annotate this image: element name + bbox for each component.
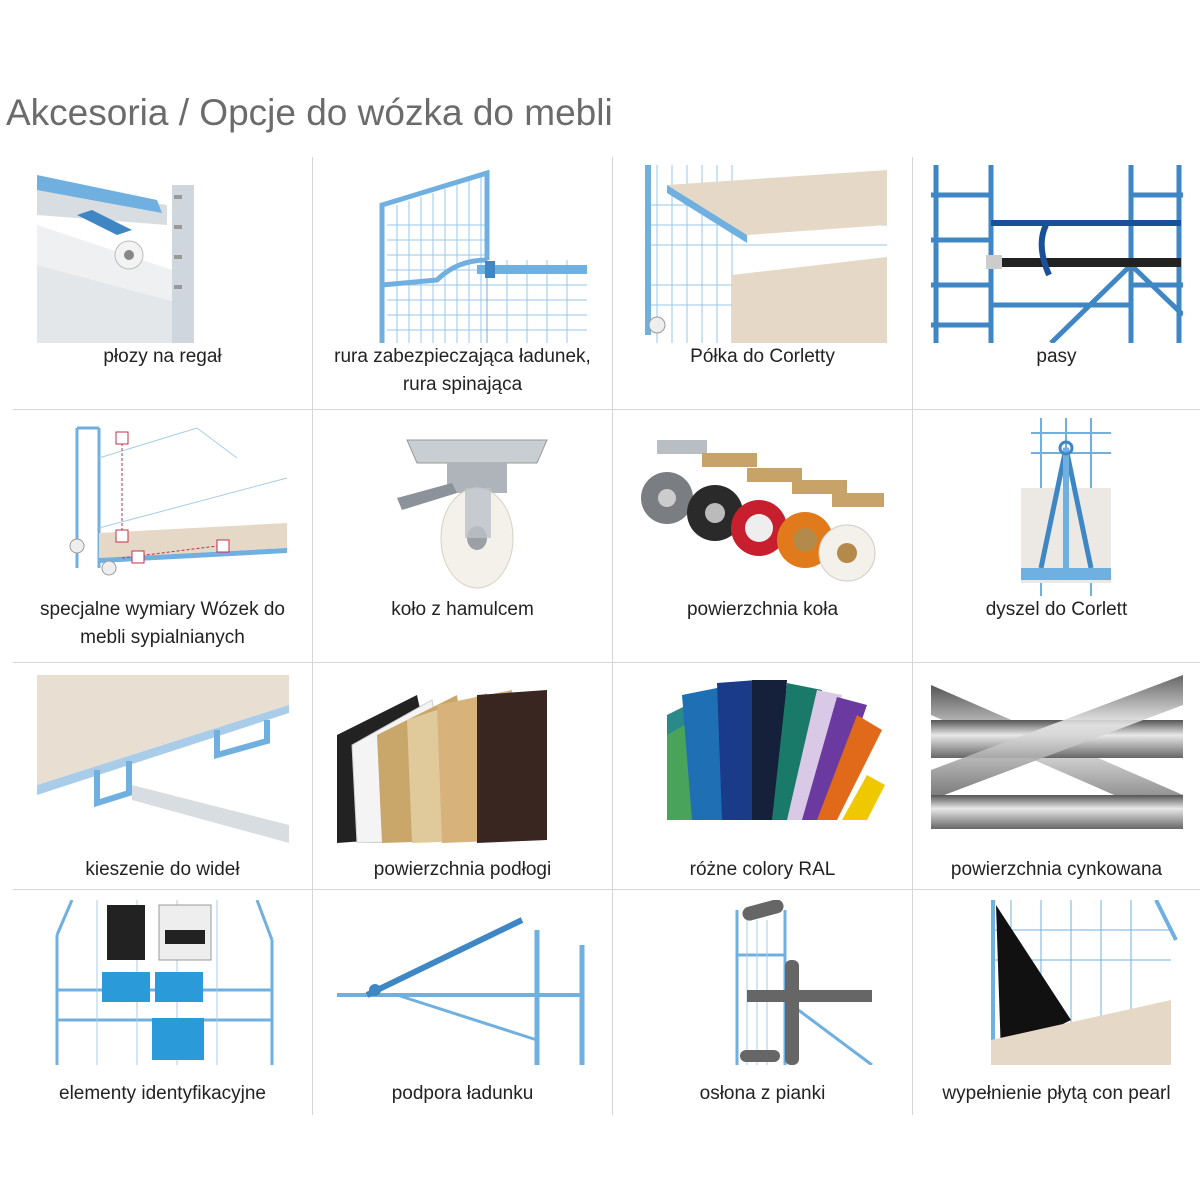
galvanized-surface-image <box>930 675 1183 843</box>
identification-elements-image <box>36 900 289 1065</box>
accessory-card[interactable]: różne colory RAL <box>613 663 913 889</box>
accessory-caption: osłona z pianki <box>699 1083 826 1104</box>
load-support-image <box>336 900 589 1065</box>
shelf-runners-image <box>36 165 289 343</box>
accessory-caption: pasy <box>1036 346 1077 367</box>
accessory-card[interactable]: płozy na regał <box>13 157 313 409</box>
accessory-caption: specjalne wymiary Wózek do mebli sypialn… <box>40 599 285 648</box>
accessory-caption: dyszel do Corlett <box>985 599 1128 620</box>
load-securing-tube-image <box>336 165 589 343</box>
accessory-card[interactable]: pasy <box>913 157 1200 409</box>
accessory-card[interactable]: powierzchnia podłogi <box>313 663 613 889</box>
accessory-card[interactable]: dyszel do Corlett <box>913 410 1200 662</box>
accessory-caption: elementy identyfikacyjne <box>59 1083 266 1104</box>
accessory-card[interactable]: Półka do Corletty <box>613 157 913 409</box>
accessories-grid: płozy na regał <box>13 157 1200 1115</box>
foam-cover-image <box>636 900 889 1065</box>
straps-image <box>930 165 1183 343</box>
grid-row: kieszenie do wideł powierzchnia podłogi <box>13 663 1200 890</box>
brake-wheel-image <box>336 418 589 596</box>
floor-surface-image <box>336 675 589 843</box>
accessory-caption: koło z hamulcem <box>391 599 534 620</box>
accessory-caption: powierzchnia koła <box>686 599 839 620</box>
accessory-caption: podpora ładunku <box>391 1083 534 1104</box>
corletta-shelf-image <box>636 165 889 343</box>
grid-row: płozy na regał <box>13 157 1200 410</box>
grid-row: specjalne wymiary Wózek do mebli sypialn… <box>13 410 1200 663</box>
accessory-card[interactable]: rura zabezpieczająca ładunek, rura spina… <box>313 157 613 409</box>
accessory-card[interactable]: koło z hamulcem <box>313 410 613 662</box>
fork-pockets-image <box>36 675 289 843</box>
drawbar-image <box>930 418 1183 596</box>
accessory-card[interactable]: osłona z pianki <box>613 890 913 1115</box>
accessory-caption: wypełnienie płytą con pearl <box>942 1083 1171 1104</box>
accessory-caption: kieszenie do wideł <box>85 859 240 880</box>
accessory-card[interactable]: wypełnienie płytą con pearl <box>913 890 1200 1115</box>
special-dimensions-image <box>36 418 289 596</box>
accessory-caption: Półka do Corletty <box>690 346 835 367</box>
ral-colors-image <box>636 675 889 843</box>
pearl-board-infill-image <box>930 900 1183 1065</box>
wheel-surface-image <box>636 418 889 596</box>
page-title: Akcesoria / Opcje do wózka do mebli <box>6 92 613 133</box>
accessory-caption: różne colory RAL <box>689 859 836 880</box>
accessory-caption: powierzchnia cynkowana <box>950 859 1163 880</box>
accessory-card[interactable]: elementy identyfikacyjne <box>13 890 313 1115</box>
accessory-card[interactable]: kieszenie do wideł <box>13 663 313 889</box>
accessory-card[interactable]: powierzchnia cynkowana <box>913 663 1200 889</box>
accessory-caption: płozy na regał <box>103 346 222 367</box>
grid-row: elementy identyfikacyjne podpora ładunku <box>13 890 1200 1115</box>
accessory-card[interactable]: podpora ładunku <box>313 890 613 1115</box>
accessory-caption: powierzchnia podłogi <box>373 859 552 880</box>
accessory-card[interactable]: specjalne wymiary Wózek do mebli sypialn… <box>13 410 313 662</box>
accessory-card[interactable]: powierzchnia koła <box>613 410 913 662</box>
accessory-caption: rura zabezpieczająca ładunek, rura spina… <box>334 346 591 395</box>
